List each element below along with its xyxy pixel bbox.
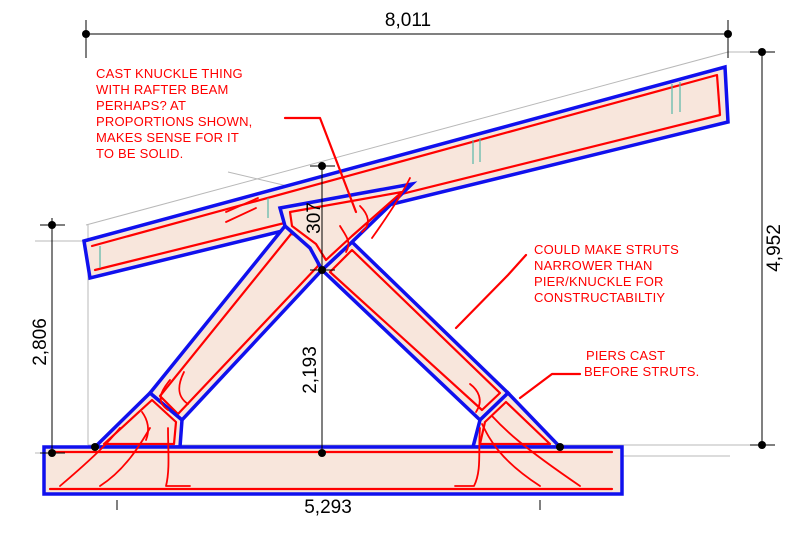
leader-lines [283,116,582,400]
foundation-beam [42,445,624,496]
knuckle-note-line: WITH RAFTER BEAM [96,82,228,97]
dimension-knuckle-height: 307 [304,162,335,270]
dimension-left-height: 2,806 [30,218,65,457]
knuckle-note-line: MAKES SENSE FOR IT [96,130,239,145]
struts-note-line: COULD MAKE STRUTS [534,242,679,257]
knuckle-note-line: TO BE SOLID. [96,146,183,161]
knuckle-note: CAST KNUCKLE THING WITH RAFTER BEAM PERH… [96,66,252,161]
knuckle-note-line: PERHAPS? AT [96,98,186,113]
knuckle-height-label: 307 [304,202,325,234]
apex-height-label: 2,193 [300,346,321,394]
dimension-apex-height: 2,193 [300,266,335,457]
struts-note-line: CONSTRUCTABILTIY [534,290,665,305]
piers-note: PIERS CAST BEFORE STRUTS. [584,348,699,379]
dimension-overall-width: 8,011 [82,10,732,58]
struts-note-line: PIER/KNUCKLE FOR [534,274,664,289]
overall-width-label: 8,011 [385,10,431,31]
struts-note: COULD MAKE STRUTS NARROWER THAN PIER/KNU… [534,242,679,305]
hand-sketch-marks [59,177,581,487]
right-strut [319,239,511,423]
dimension-base-width: 5,293 [91,443,564,518]
rafter-beam [82,64,730,281]
left-height-label: 2,806 [30,318,51,366]
piers-note-line: BEFORE STRUTS. [584,364,699,379]
dimension-total-height: 4,952 [750,48,785,449]
knuckle-note-line: PROPORTIONS SHOWN, [96,114,252,129]
struts-note-line: NARROWER THAN [534,258,653,273]
knuckle-note-line: CAST KNUCKLE THING [96,66,243,81]
piers-note-line: PIERS CAST [586,348,665,363]
base-width-label: 5,293 [304,497,352,518]
total-height-label: 4,952 [764,224,785,272]
